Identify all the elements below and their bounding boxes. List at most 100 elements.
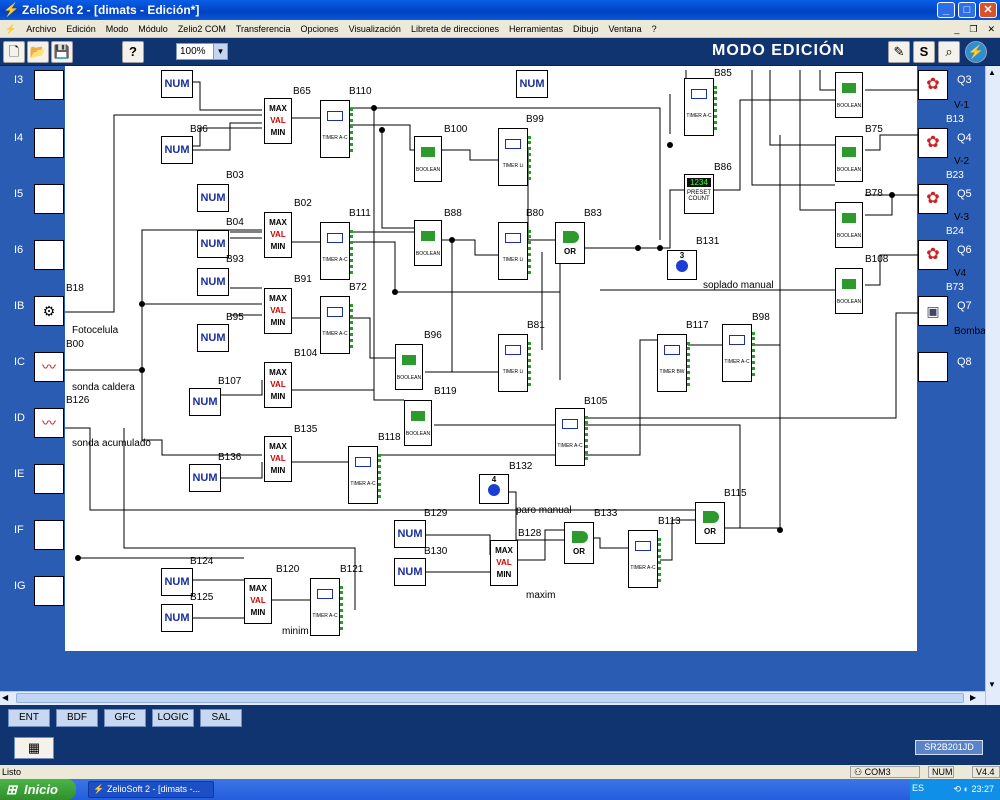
simulation-button[interactable]: S — [913, 41, 935, 63]
input-slot[interactable] — [34, 128, 64, 158]
numeric-block[interactable]: NUM — [161, 70, 193, 98]
boolean-block[interactable]: BOOLEAN — [835, 136, 863, 182]
scroll-down-icon[interactable]: ▼ — [988, 680, 996, 689]
timer-block[interactable]: TIMER A-C — [348, 446, 378, 504]
timer-block[interactable]: TIMER A-C — [320, 296, 350, 354]
timer-block[interactable]: TIMER BW — [657, 334, 687, 392]
menu-edicion[interactable]: Edición — [66, 23, 96, 34]
menu-archivo[interactable]: Archivo — [26, 23, 57, 34]
relay-output-block[interactable]: ✿ — [918, 128, 948, 158]
or-gate-block[interactable]: OR — [555, 222, 585, 264]
output-slot[interactable] — [918, 352, 948, 382]
numeric-block[interactable]: NUM — [197, 324, 229, 352]
doc-restore-button[interactable]: ❐ — [969, 23, 978, 34]
analog-input-block[interactable]: 〰 — [34, 408, 64, 438]
or-gate-block[interactable]: OR — [695, 502, 725, 544]
input-slot[interactable] — [34, 576, 64, 606]
boolean-block[interactable]: BOOLEAN — [835, 72, 863, 118]
scroll-left-icon[interactable]: ◀ — [2, 693, 9, 702]
timer-block[interactable]: TIMER A-C — [555, 408, 585, 466]
timer-block[interactable]: TIMER A-C — [320, 222, 350, 280]
menu-visualizacion[interactable]: Visualización — [348, 23, 401, 34]
menu-dibujo[interactable]: Dibujo — [573, 23, 599, 34]
maximize-button[interactable]: □ — [958, 2, 976, 18]
tray-icons[interactable]: ⟲ ◐ — [953, 784, 972, 794]
numeric-block[interactable]: NUM — [394, 558, 426, 586]
minimize-button[interactable]: _ — [937, 2, 955, 18]
tab-bdf[interactable]: BDF — [56, 709, 98, 727]
new-file-icon[interactable]: 🗋 — [3, 41, 25, 63]
numeric-block[interactable]: NUM — [161, 136, 193, 164]
boolean-block[interactable]: BOOLEAN — [835, 268, 863, 314]
numeric-block[interactable]: NUM — [516, 70, 548, 98]
timer-block[interactable]: TIMER Li — [498, 222, 528, 280]
menu-help[interactable]: ? — [651, 23, 657, 34]
save-icon[interactable]: 💾 — [51, 41, 73, 63]
help-icon[interactable]: ? — [122, 41, 144, 63]
boolean-block[interactable]: BOOLEAN — [395, 344, 423, 390]
constant-block[interactable]: 3 — [667, 250, 697, 280]
chevron-down-icon[interactable]: ▼ — [213, 44, 227, 59]
relay-output-block[interactable]: ✿ — [918, 240, 948, 270]
timer-block[interactable]: TIMER Li — [498, 128, 528, 186]
numeric-block[interactable]: NUM — [394, 520, 426, 548]
taskbar-item-zeliosoft[interactable]: ⚡ZelioSoft 2 - [dimats -... — [88, 781, 214, 798]
numeric-block[interactable]: NUM — [197, 230, 229, 258]
language-indicator[interactable]: ES — [912, 783, 925, 793]
boolean-block[interactable]: BOOLEAN — [414, 220, 442, 266]
scroll-right-icon[interactable]: ▶ — [970, 693, 977, 702]
input-slot[interactable] — [34, 464, 64, 494]
input-slot[interactable] — [34, 70, 64, 100]
timer-block[interactable]: TIMER A-C — [310, 578, 340, 636]
input-slot[interactable] — [34, 184, 64, 214]
edit-mode-icon[interactable]: ✎ — [888, 41, 910, 63]
boolean-block[interactable]: BOOLEAN — [404, 400, 432, 446]
doc-minimize-button[interactable]: _ — [954, 23, 960, 34]
start-button[interactable]: ⊞Inicio — [0, 779, 76, 800]
menu-modo[interactable]: Modo — [105, 23, 129, 34]
numeric-block[interactable]: NUM — [161, 568, 193, 596]
numeric-block[interactable]: NUM — [197, 184, 229, 212]
analog-input-block[interactable]: 〰 — [34, 352, 64, 382]
input-slot[interactable] — [34, 240, 64, 270]
tab-logic[interactable]: LOGIC — [152, 709, 194, 727]
numeric-block[interactable]: NUM — [189, 388, 221, 416]
menu-transferencia[interactable]: Transferencia — [235, 23, 291, 34]
menu-zelio2com[interactable]: Zelio2 COM — [177, 23, 226, 34]
boolean-block[interactable]: BOOLEAN — [414, 136, 442, 182]
input-slot[interactable] — [34, 520, 64, 550]
scroll-up-icon[interactable]: ▲ — [988, 68, 996, 77]
menu-app-icon[interactable]: ⚡ — [5, 23, 17, 34]
tab-sal[interactable]: SAL — [200, 709, 242, 727]
scrollbar-thumb[interactable] — [16, 693, 964, 703]
close-button[interactable]: ✕ — [979, 2, 997, 18]
timer-block[interactable]: TIMER A-C — [320, 100, 350, 158]
relay-output-block[interactable]: ✿ — [918, 70, 948, 100]
timer-block[interactable]: TIMER Li — [498, 334, 528, 392]
menu-opciones[interactable]: Opciones — [300, 23, 339, 34]
doc-close-button[interactable]: ✕ — [987, 23, 995, 34]
constant-block[interactable]: 4 — [479, 474, 509, 504]
or-gate-block[interactable]: OR — [564, 522, 594, 564]
monitor-icon[interactable]: ⌕ — [938, 41, 960, 63]
pump-output-block[interactable]: ▣ — [918, 296, 948, 326]
menu-ventana[interactable]: Ventana — [608, 23, 642, 34]
numeric-block[interactable]: NUM — [197, 268, 229, 296]
numeric-block[interactable]: NUM — [161, 604, 193, 632]
menu-modulo[interactable]: Módulo — [138, 23, 168, 34]
module-icon[interactable]: ▦ — [14, 737, 54, 759]
numeric-block[interactable]: NUM — [189, 464, 221, 492]
timer-block[interactable]: TIMER A-C — [684, 78, 714, 136]
vertical-scrollbar[interactable] — [985, 66, 1000, 705]
timer-block[interactable]: TIMER A-C — [628, 530, 658, 588]
menu-herramientas[interactable]: Herramientas — [509, 23, 564, 34]
photocell-input-block[interactable]: ⚙ — [34, 296, 64, 326]
